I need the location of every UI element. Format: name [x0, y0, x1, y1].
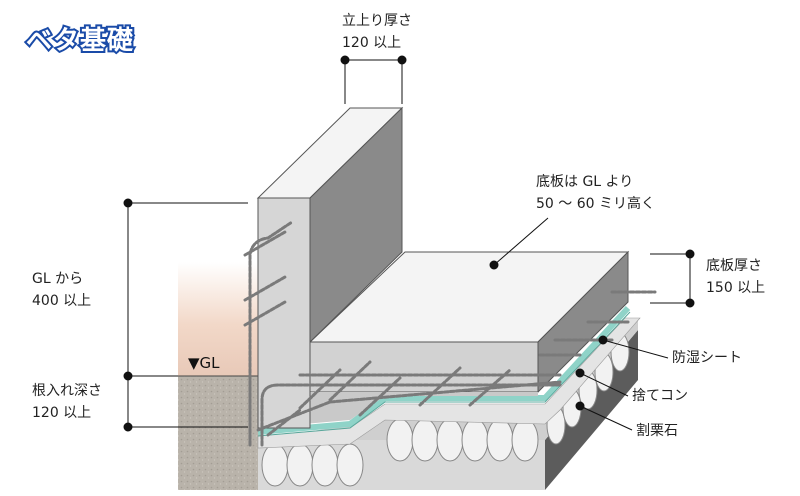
- label-rise-thickness-line1: 立上り厚さ: [342, 13, 412, 29]
- label-embed-depth-line1: 根入れ深さ: [32, 383, 102, 399]
- dim-vertical-left: [123, 198, 248, 432]
- label-moisture-sheet: 防湿シート: [672, 350, 742, 366]
- gravel-bed-side: [545, 330, 638, 490]
- soil-above-gl: [178, 262, 258, 376]
- dim-rise-thickness: [340, 55, 407, 104]
- label-gl-height: GL から 400 以上: [32, 268, 91, 312]
- label-embed-depth-line2: 120 以上: [32, 405, 92, 421]
- rising-wall-side: [309, 106, 403, 344]
- rebar-group: [243, 220, 657, 447]
- leaders-right: [575, 335, 669, 431]
- page-title: ベタ基礎: [24, 24, 135, 58]
- label-rise-thickness: 立上り厚さ 120 以上: [342, 10, 412, 54]
- label-base-above-gl: 底板は GL より 50 〜 60 ミリ高く: [536, 171, 655, 215]
- label-rise-thickness-line2: 120 以上: [342, 35, 402, 51]
- label-embed-depth: 根入れ深さ 120 以上: [32, 380, 102, 424]
- lean-concrete-top: [257, 317, 641, 449]
- base-slab-front-lower: [258, 392, 538, 428]
- label-gl-height-line1: GL から: [32, 271, 84, 287]
- label-base-thickness-line1: 底板厚さ: [706, 258, 762, 274]
- ground-below-gl: [178, 376, 262, 490]
- label-base-above-gl-line1: 底板は GL より: [536, 174, 634, 190]
- moisture-sheet-edge: [257, 311, 631, 437]
- label-lean-concrete: 捨てコン: [632, 388, 688, 404]
- label-base-thickness: 底板厚さ 150 以上: [706, 255, 765, 299]
- leader-base-above-gl: [489, 217, 549, 270]
- label-crushed-stone: 割栗石: [636, 423, 678, 439]
- label-base-thickness-line2: 150 以上: [706, 280, 766, 296]
- crushed-stones-front: [261, 332, 630, 487]
- label-base-above-gl-line2: 50 〜 60 ミリ高く: [536, 196, 655, 212]
- gl-marker: ▼GL: [188, 354, 220, 372]
- label-gl-height-line2: 400 以上: [32, 293, 92, 309]
- dim-base-thickness: [650, 249, 695, 308]
- rising-wall-front: [257, 197, 311, 429]
